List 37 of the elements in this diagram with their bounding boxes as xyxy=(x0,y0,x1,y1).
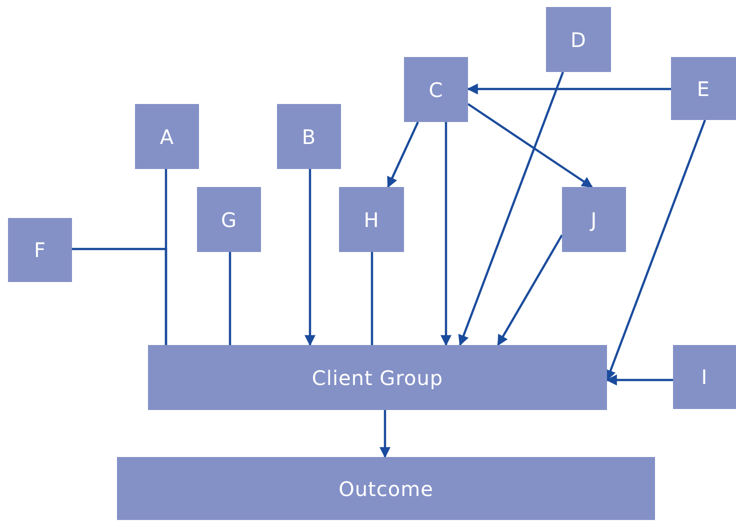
connector-line xyxy=(72,248,168,345)
box-label: D xyxy=(570,28,586,52)
letter-box xyxy=(8,218,72,282)
connector-line xyxy=(467,103,593,188)
letter-box xyxy=(197,187,261,252)
connector-line xyxy=(605,120,706,382)
connector-line xyxy=(370,252,374,345)
connector-line xyxy=(304,169,316,346)
letter-box xyxy=(546,7,611,72)
process-box xyxy=(148,345,607,410)
box-label: A xyxy=(160,124,174,148)
box-label: G xyxy=(221,208,237,232)
process-box xyxy=(117,457,655,520)
connector-line xyxy=(466,84,671,94)
connector-line xyxy=(440,122,452,346)
connector-line xyxy=(458,72,564,346)
letter-box xyxy=(404,57,468,122)
connector-line xyxy=(387,122,419,188)
letter-box xyxy=(671,57,736,120)
box-label: Outcome xyxy=(338,476,434,500)
box-label: F xyxy=(34,238,46,262)
box-label: B xyxy=(302,124,316,148)
box-label: C xyxy=(428,78,444,102)
connector-line xyxy=(497,234,563,346)
letter-box xyxy=(277,104,341,169)
connector-line xyxy=(228,252,232,345)
box-label: E xyxy=(696,76,710,100)
box-label: I xyxy=(701,365,708,389)
letter-box xyxy=(339,187,404,252)
connector-line xyxy=(606,374,673,386)
box-label: Client Group xyxy=(312,366,444,390)
letter-box xyxy=(135,104,199,169)
letter-box xyxy=(673,345,736,409)
box-label: H xyxy=(364,208,380,232)
connector-line xyxy=(380,410,390,458)
box-label: J xyxy=(590,208,598,232)
letter-box xyxy=(562,187,626,252)
